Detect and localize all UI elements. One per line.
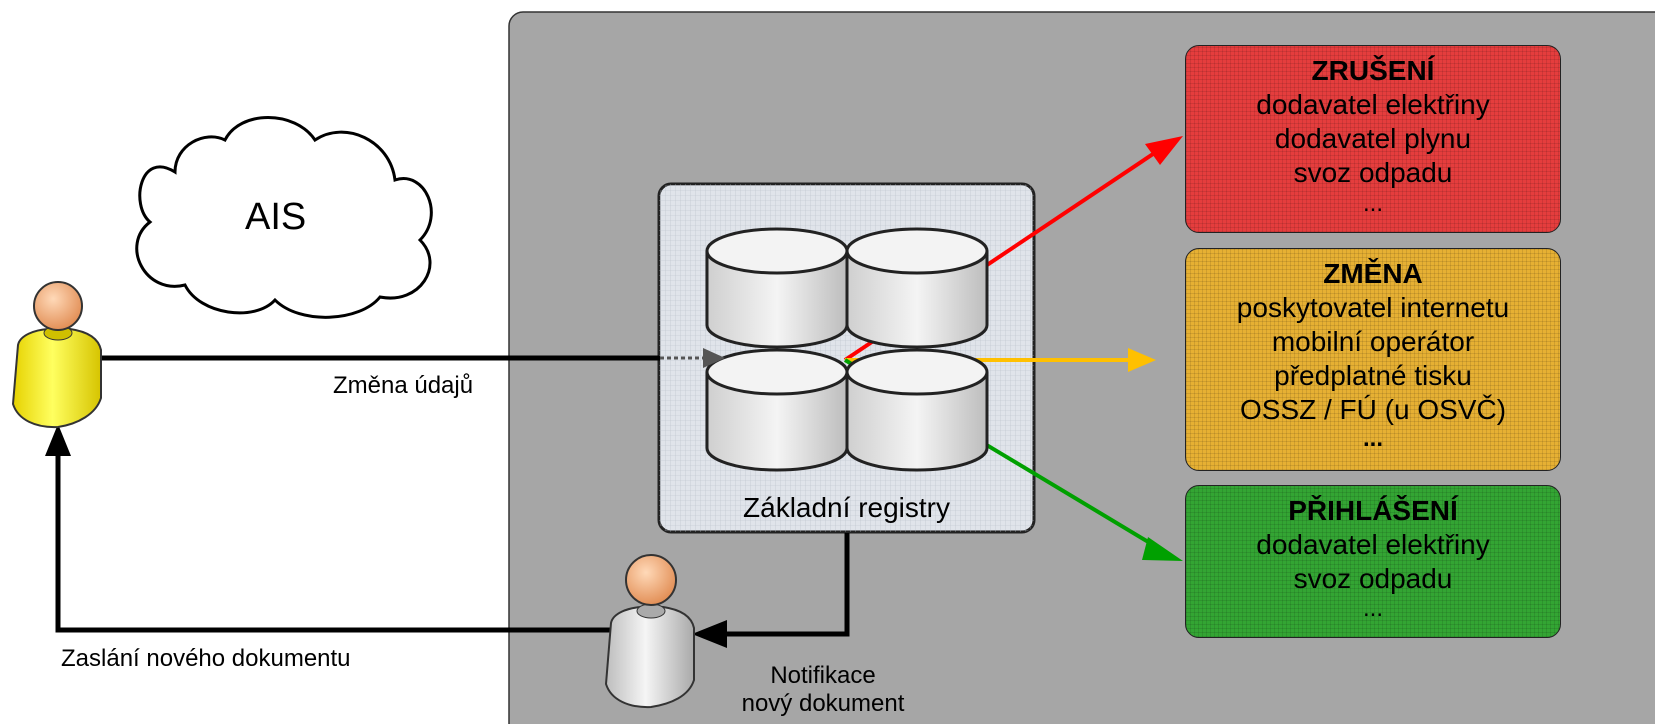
edge-notifikace [712,533,850,637]
box-prihlaseni-title: PŘIHLÁŠENÍ [1288,495,1458,526]
arrowhead-zmena-udaju [703,348,725,368]
box-line: dodavatel elektřiny [1256,89,1490,120]
database-icon [845,227,989,349]
box-line: dodavatel elektřiny [1256,529,1490,560]
edge-label-notifikace: Notifikace nový dokument [720,662,926,718]
box-line: svoz odpadu [1293,157,1453,188]
arrowhead-notifikace [692,620,727,648]
edge-zaslani [55,448,612,633]
edge-label-notifikace-line2: nový dokument [741,690,905,717]
box-line: mobilní operátor [1271,326,1475,357]
box-zmena-title: ZMĚNA [1323,258,1423,289]
box-line: poskytovatel internetu [1236,292,1510,323]
database-icon [705,348,849,472]
edge-label-notifikace-line1: Notifikace [770,662,876,689]
box-prihlaseni: PŘIHLÁŠENÍ dodavatel elektřiny svoz odpa… [1185,485,1561,638]
box-line: ... [1362,190,1383,217]
box-zruseni: ZRUŠENÍ dodavatel elektřiny dodavatel pl… [1185,45,1561,233]
box-line: předplatné tisku [1274,360,1472,391]
box-line: ... [1362,425,1383,452]
arrowhead-zaslani [45,424,71,456]
box-line: dodavatel plynu [1274,123,1472,154]
database-icon [705,227,849,349]
box-line: svoz odpadu [1293,563,1453,594]
box-zruseni-title: ZRUŠENÍ [1311,55,1435,86]
edge-label-zaslani: Zaslání nového dokumentu [61,645,351,672]
citizen-person-icon [11,281,102,429]
arrowhead-prihlaseni [1142,537,1183,561]
official-person-icon [604,554,695,709]
box-line: ... [1362,595,1383,622]
cloud-label: AIS [245,196,307,238]
registry-label: Základní registry [743,492,950,523]
arrowhead-zmena [1128,348,1156,372]
database-icon [845,348,989,472]
ais-cloud [135,116,433,319]
edge-label-zmena-udaju: Změna údajů [333,372,474,399]
arrowhead-zruseni [1145,136,1183,165]
box-line: OSSZ / FÚ (u OSVČ) [1239,394,1507,425]
box-zmena: ZMĚNA poskytovatel internetu mobilní ope… [1185,248,1561,471]
